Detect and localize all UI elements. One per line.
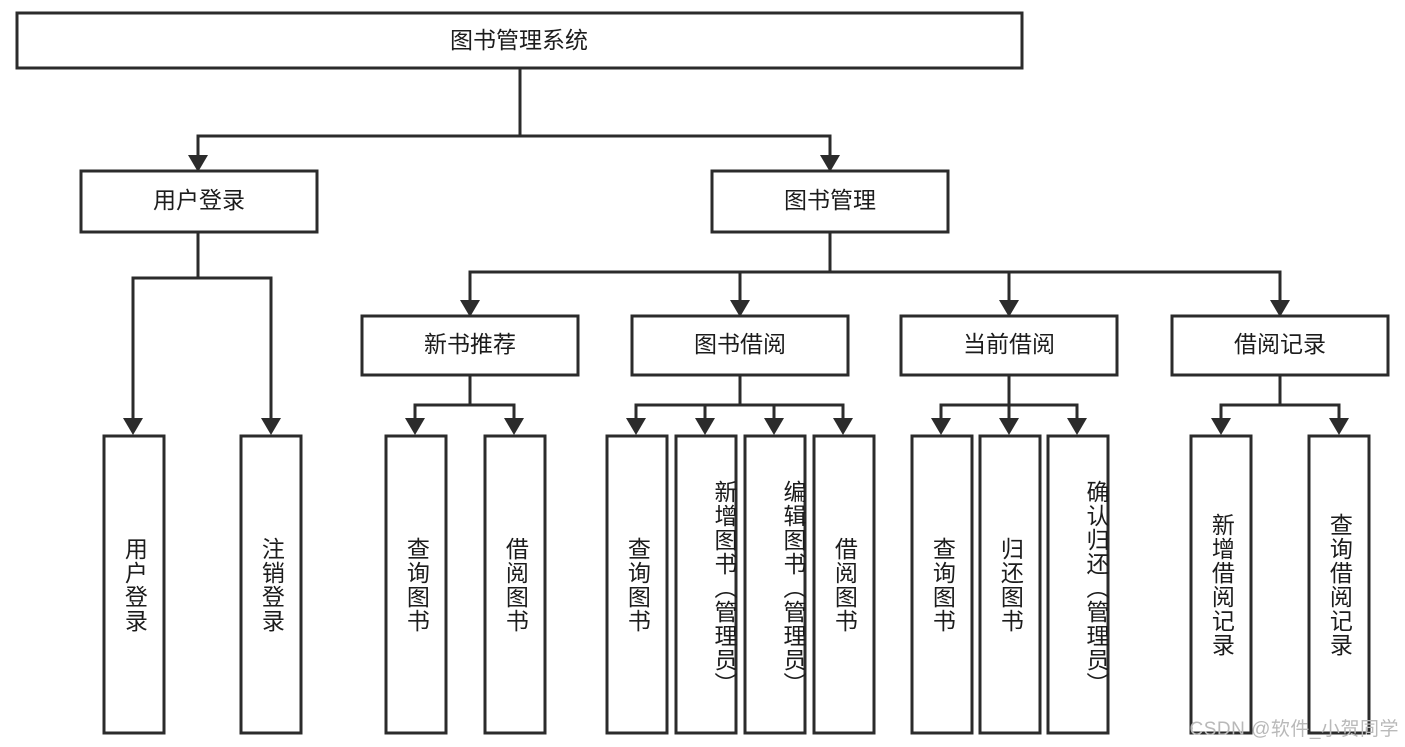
connector-currentborrow-to-leaves bbox=[939, 373, 1079, 422]
leaf-box-add-book[interactable] bbox=[674, 434, 738, 735]
arrowhead-bookborrow-leaf-4 bbox=[833, 418, 853, 435]
node-user-login-label: 用户登录 bbox=[153, 187, 245, 213]
node-current-borrow-box[interactable] bbox=[899, 314, 1119, 377]
node-borrow-record-box[interactable] bbox=[1170, 314, 1390, 377]
arrowhead-new-book bbox=[460, 300, 480, 317]
leaf-box-confirm-return[interactable] bbox=[1046, 434, 1110, 735]
node-new-book-recommend[interactable]: 新书推荐 bbox=[360, 314, 580, 377]
connector-borrowrecord-to-leaves bbox=[1219, 373, 1341, 422]
node-book-borrow-box[interactable] bbox=[630, 314, 850, 377]
arrowhead-currentborrow-leaf-2 bbox=[999, 418, 1019, 435]
csdn-watermark: CSDN @软件_小贺同学 bbox=[1189, 719, 1399, 740]
arrowhead-borrow-record bbox=[1270, 300, 1290, 317]
leaf-box-query-record[interactable] bbox=[1307, 434, 1371, 735]
node-root-box[interactable] bbox=[15, 11, 1024, 70]
leaf-box-query-book-3[interactable] bbox=[910, 434, 974, 735]
node-book-manage-label: 图书管理 bbox=[784, 187, 876, 213]
arrowhead-current-borrow bbox=[999, 300, 1019, 317]
leaf-box-edit-book[interactable] bbox=[743, 434, 807, 735]
leaf-box-logout[interactable] bbox=[239, 434, 303, 735]
leaf-box-borrow-book-1[interactable] bbox=[483, 434, 547, 735]
node-root[interactable]: 图书管理系统 bbox=[15, 11, 1024, 70]
arrowhead-borrowrecord-leaf-1 bbox=[1211, 418, 1231, 435]
node-borrow-record-label: 借阅记录 bbox=[1234, 331, 1326, 357]
connector-root-to-level2 bbox=[196, 66, 832, 160]
arrowhead-bookborrow-leaf-3 bbox=[764, 418, 784, 435]
connector-bookmanage-to-level3 bbox=[468, 230, 1282, 304]
node-book-borrow-label: 图书借阅 bbox=[694, 331, 786, 357]
node-book-manage-box[interactable] bbox=[710, 169, 950, 234]
node-user-login-box[interactable] bbox=[79, 169, 319, 234]
arrowhead-leaf-logout bbox=[261, 418, 281, 435]
connector-group bbox=[123, 66, 1349, 435]
leaf-box-user-login[interactable] bbox=[102, 434, 166, 735]
node-borrow-record[interactable]: 借阅记录 bbox=[1170, 314, 1390, 377]
arrowhead-currentborrow-leaf-3 bbox=[1067, 418, 1087, 435]
arrowhead-book-borrow bbox=[730, 300, 750, 317]
arrowhead-newbook-leaf-2 bbox=[504, 418, 524, 435]
node-new-book-recommend-label: 新书推荐 bbox=[424, 331, 516, 357]
node-book-borrow[interactable]: 图书借阅 bbox=[630, 314, 850, 377]
arrowhead-currentborrow-leaf-1 bbox=[931, 418, 951, 435]
connector-newbook-to-leaves bbox=[413, 373, 516, 422]
node-user-login[interactable]: 用户登录 bbox=[79, 169, 319, 234]
arrowhead-user-login bbox=[188, 155, 208, 172]
node-root-label: 图书管理系统 bbox=[450, 27, 588, 53]
node-current-borrow[interactable]: 当前借阅 bbox=[899, 314, 1119, 377]
leaf-box-return-book[interactable] bbox=[978, 434, 1042, 735]
arrowhead-leaf-user-login bbox=[123, 418, 143, 435]
arrowhead-bookborrow-leaf-2 bbox=[695, 418, 715, 435]
arrowhead-bookborrow-leaf-1 bbox=[626, 418, 646, 435]
node-new-book-recommend-box[interactable] bbox=[360, 314, 580, 377]
leaf-box-borrow-book-2[interactable] bbox=[812, 434, 876, 735]
node-current-borrow-label: 当前借阅 bbox=[963, 331, 1055, 357]
connector-bookborrow-to-leaves bbox=[634, 373, 845, 422]
arrowhead-newbook-leaf-1 bbox=[405, 418, 425, 435]
node-book-manage[interactable]: 图书管理 bbox=[710, 169, 950, 234]
leaf-box-query-book-2[interactable] bbox=[605, 434, 669, 735]
arrowhead-borrowrecord-leaf-2 bbox=[1329, 418, 1349, 435]
arrowhead-book-manage bbox=[820, 155, 840, 172]
connector-userlogin-to-leaves bbox=[131, 230, 273, 422]
leaf-box-query-book-1[interactable] bbox=[384, 434, 448, 735]
leaf-box-group bbox=[102, 434, 1371, 735]
leaf-box-add-record[interactable] bbox=[1189, 434, 1253, 735]
